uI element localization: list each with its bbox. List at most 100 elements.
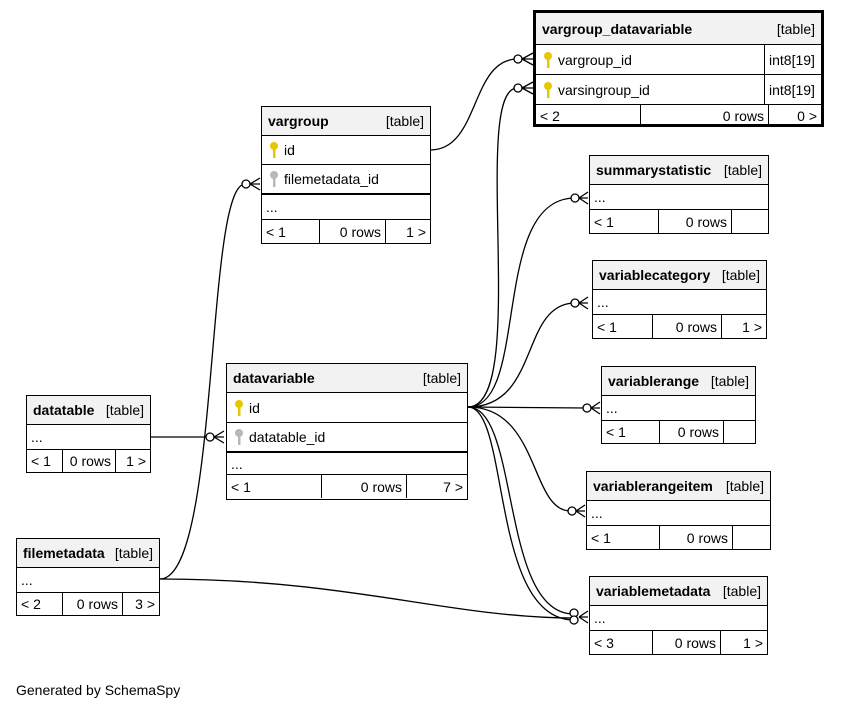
- child-count[interactable]: 1 >: [115, 450, 150, 472]
- foreign-key-icon: [235, 429, 243, 445]
- table-header: variablecategory [table]: [593, 261, 766, 290]
- table-footer: < 1 0 rows: [590, 210, 768, 233]
- edge-datavariable-to-variablerangeitem: [467, 406, 572, 512]
- table-name: filemetadata: [23, 545, 105, 561]
- table-footer: < 1 0 rows 1 >: [593, 315, 766, 338]
- edge-vargroup-to-vargroup-datavariable: [429, 58, 518, 151]
- edge-datavariable-to-variablemetadata-b: [467, 406, 575, 621]
- table-type: [table]: [114, 545, 153, 561]
- child-count[interactable]: [723, 421, 755, 443]
- row-count: 0 rows: [321, 475, 406, 498]
- primary-key-icon: [270, 142, 278, 158]
- table-header: datavariable [table]: [227, 364, 467, 393]
- more-columns: ...: [590, 185, 768, 210]
- more-columns: ...: [590, 606, 767, 631]
- parent-count[interactable]: < 3: [594, 634, 614, 651]
- child-count[interactable]: [732, 526, 770, 549]
- table-variablerange[interactable]: variablerange [table] ... < 1 0 rows: [601, 366, 756, 444]
- table-variablemetadata[interactable]: variablemetadata [table] ... < 3 0 rows …: [589, 576, 768, 655]
- table-header: vargroup_datavariable [table]: [536, 13, 821, 45]
- column-row[interactable]: id: [262, 136, 430, 165]
- row-count: 0 rows: [62, 450, 115, 472]
- table-type: [table]: [721, 267, 760, 283]
- table-filemetadata[interactable]: filemetadata [table] ... < 2 0 rows 3 >: [16, 538, 160, 616]
- column-name: varsingroup_id: [558, 81, 650, 98]
- table-datavariable[interactable]: datavariable [table] id datatable_id ...…: [226, 363, 468, 500]
- more-columns: ...: [587, 501, 770, 526]
- table-type: [table]: [385, 113, 424, 129]
- table-footer: < 1 0 rows 1 >: [27, 450, 150, 472]
- more-columns: ...: [17, 568, 159, 593]
- edge-datavariable-to-variablemetadata-a: [467, 406, 575, 615]
- table-footer: < 1 0 rows 7 >: [227, 475, 467, 498]
- more-columns: ...: [27, 425, 150, 450]
- table-type: [table]: [722, 583, 761, 599]
- table-footer: < 1 0 rows: [602, 421, 755, 443]
- parent-count[interactable]: < 1: [597, 318, 617, 335]
- table-vargroup-datavariable[interactable]: vargroup_datavariable [table] vargroup_i…: [533, 10, 824, 127]
- row-count: 0 rows: [640, 105, 768, 127]
- column-name: id: [284, 142, 295, 158]
- table-type: [table]: [725, 478, 764, 494]
- parent-count[interactable]: < 1: [591, 529, 611, 546]
- child-count[interactable]: 1 >: [385, 220, 430, 243]
- edge-datavariable-to-variablecategory: [467, 302, 575, 408]
- column-name: datatable_id: [249, 429, 326, 445]
- more-columns: ...: [593, 290, 766, 315]
- table-type: [table]: [422, 370, 461, 386]
- table-summarystatistic[interactable]: summarystatistic [table] ... < 1 0 rows: [589, 155, 769, 234]
- column-row[interactable]: varsingroup_id int8[19]: [536, 75, 821, 105]
- more-columns: ...: [262, 194, 430, 220]
- column-row[interactable]: datatable_id: [227, 423, 467, 452]
- parent-count[interactable]: < 1: [594, 213, 614, 230]
- row-count: 0 rows: [659, 421, 723, 443]
- child-count[interactable]: 1 >: [721, 315, 766, 338]
- child-count[interactable]: 7 >: [406, 475, 467, 498]
- table-name: datatable: [33, 402, 95, 418]
- column-name: vargroup_id: [558, 51, 632, 68]
- table-header: datatable [table]: [27, 396, 150, 425]
- parent-count[interactable]: < 2: [540, 108, 560, 124]
- table-variablecategory[interactable]: variablecategory [table] ... < 1 0 rows …: [592, 260, 767, 339]
- table-name: datavariable: [233, 370, 315, 386]
- parent-count[interactable]: < 1: [31, 453, 51, 469]
- column-row[interactable]: vargroup_id int8[19]: [536, 45, 821, 75]
- edge-datavariable-to-variablerange: [467, 406, 587, 409]
- generated-by-label: Generated by SchemaSpy: [16, 682, 181, 698]
- child-count[interactable]: [731, 210, 768, 233]
- column-type: int8[19]: [764, 75, 821, 104]
- row-count: 0 rows: [659, 526, 732, 549]
- primary-key-icon: [544, 81, 552, 98]
- primary-key-icon: [235, 399, 243, 416]
- table-vargroup[interactable]: vargroup [table] id filemetadata_id ... …: [261, 106, 431, 244]
- foreign-key-icon: [270, 171, 278, 187]
- child-count[interactable]: 3 >: [122, 593, 159, 615]
- column-row[interactable]: filemetadata_id: [262, 165, 430, 194]
- table-header: variablemetadata [table]: [590, 577, 767, 606]
- table-type: [table]: [776, 20, 815, 37]
- parent-count[interactable]: < 1: [231, 478, 251, 495]
- table-name: variablecategory: [599, 267, 711, 283]
- child-count[interactable]: 0 >: [768, 105, 821, 127]
- table-type: [table]: [105, 402, 144, 418]
- table-footer: < 1 0 rows: [587, 526, 770, 549]
- table-name: variablemetadata: [596, 583, 711, 599]
- table-footer: < 1 0 rows 1 >: [262, 220, 430, 243]
- table-name: vargroup_datavariable: [542, 20, 693, 37]
- edge-datavariable-to-vargroup-datavariable: [467, 87, 518, 408]
- child-count[interactable]: 1 >: [720, 631, 767, 654]
- table-variablerangeitem[interactable]: variablerangeitem [table] ... < 1 0 rows: [586, 471, 771, 550]
- parent-count[interactable]: < 1: [606, 424, 626, 440]
- table-header: variablerangeitem [table]: [587, 472, 770, 501]
- table-datatable[interactable]: datatable [table] ... < 1 0 rows 1 >: [26, 395, 151, 473]
- table-footer: < 2 0 rows 3 >: [17, 593, 159, 615]
- column-row[interactable]: id: [227, 393, 467, 423]
- table-header: summarystatistic [table]: [590, 156, 768, 185]
- column-name: filemetadata_id: [284, 171, 379, 187]
- column-name: id: [249, 399, 260, 416]
- row-count: 0 rows: [62, 593, 122, 615]
- row-count: 0 rows: [652, 315, 721, 338]
- parent-count[interactable]: < 1: [266, 223, 286, 240]
- parent-count[interactable]: < 2: [21, 596, 41, 612]
